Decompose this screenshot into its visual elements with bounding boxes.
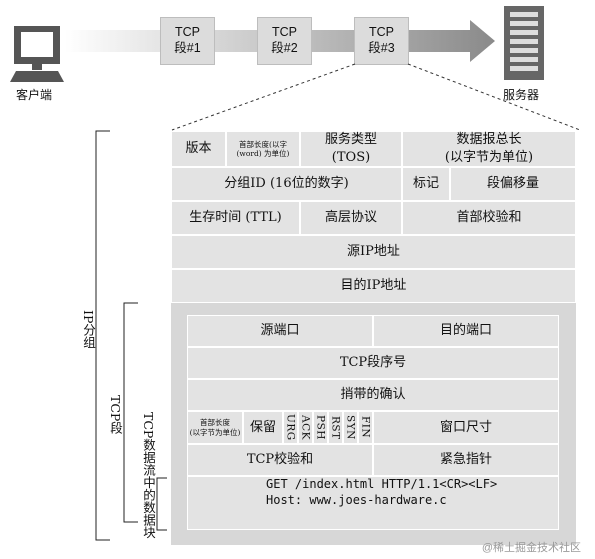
tcp-flag-ack: ACK — [298, 411, 313, 444]
segment-3-label: TCP 段#3 — [368, 25, 395, 55]
tcp-flag-syn: SYN — [343, 411, 358, 444]
ip-fragment-offset: 段偏移量 — [450, 167, 576, 201]
ip-protocol: 高层协议 — [300, 201, 402, 235]
server-label: 服务器 — [503, 88, 540, 102]
tcp-segment-label: TCP段 — [108, 395, 123, 434]
tcp-data-label: TCP数据流中的数据块 — [141, 412, 156, 539]
server-icon — [504, 6, 544, 80]
tcp-dst-port: 目的端口 — [373, 315, 559, 347]
tcp-flag-urg: URG — [283, 411, 298, 444]
tcp-checksum: TCP校验和 — [187, 444, 373, 476]
segment-3: TCP 段#3 — [354, 17, 409, 65]
client-label: 客户端 — [16, 88, 53, 102]
client-computer-icon — [10, 26, 64, 82]
segment-1: TCP 段#1 — [160, 17, 215, 65]
tcp-seq: TCP段序号 — [187, 347, 559, 379]
zoom-lines — [171, 63, 581, 131]
watermark: @稀土掘金技术社区 — [481, 542, 581, 554]
ip-id: 分组ID (16位的数字) — [171, 167, 402, 201]
tcp-ack: 捎带的确认 — [187, 379, 559, 411]
ip-checksum: 首部校验和 — [402, 201, 576, 235]
tcp-window: 窗口尺寸 — [373, 411, 559, 444]
tcp-data: GET /index.html HTTP/1.1<CR><LF> Host: w… — [187, 476, 559, 530]
ip-header-length: 首部长度(以字 (word) 为单位) — [226, 131, 300, 167]
tcp-header-length: 首部长度 (以字节为单位) — [187, 411, 243, 444]
tcp-src-port: 源端口 — [187, 315, 373, 347]
tcp-flag-psh: PSH — [313, 411, 328, 444]
segment-2: TCP 段#2 — [257, 17, 312, 65]
ip-src-address: 源IP地址 — [171, 235, 576, 269]
tcp-urgent-pointer: 紧急指针 — [373, 444, 559, 476]
segment-1-label: TCP 段#1 — [174, 25, 201, 55]
tcp-flag-rst: RST — [328, 411, 343, 444]
tcp-data-line-1: GET /index.html HTTP/1.1<CR><LF> — [266, 477, 498, 491]
ip-dst-address: 目的IP地址 — [171, 269, 576, 303]
ip-tos: 服务类型 (TOS) — [300, 131, 402, 167]
ip-packet-label: IP分组 — [81, 310, 96, 349]
segment-2-label: TCP 段#2 — [271, 25, 298, 55]
tcp-data-line-2: Host: www.joes-hardware.c — [266, 492, 447, 507]
ip-version: 版本 — [171, 131, 226, 167]
tcp-flag-fin: FIN — [358, 411, 373, 444]
ip-ttl: 生存时间 (TTL) — [171, 201, 300, 235]
ip-flags: 标记 — [402, 167, 450, 201]
tcp-reserved: 保留 — [243, 411, 283, 444]
ip-total-length: 数据报总长 (以字节为单位) — [402, 131, 576, 167]
